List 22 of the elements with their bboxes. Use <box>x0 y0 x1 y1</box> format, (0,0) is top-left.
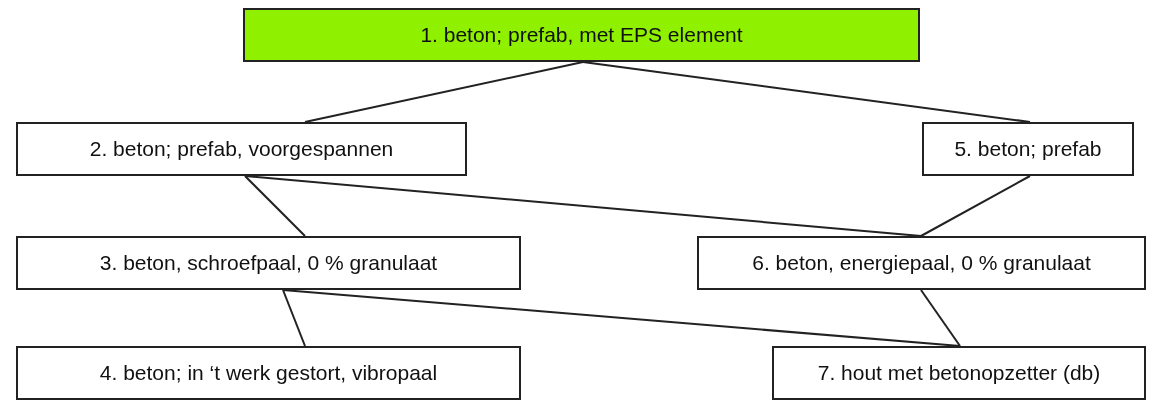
process-box <box>243 8 920 62</box>
connector-line <box>582 61 1031 123</box>
box-label: 1. beton; prefab, met EPS element <box>420 23 743 47</box>
box-label: 2. beton; prefab, voorgespannen <box>89 137 394 161</box>
box-label: 3. beton, schroefpaal, 0 % granulaat <box>99 251 438 275</box>
connector-line <box>282 289 306 347</box>
process-box <box>922 122 1134 176</box>
process-box <box>16 346 521 400</box>
connector-line <box>920 175 1031 237</box>
connector-line <box>304 61 584 123</box>
box-label: 5. beton; prefab <box>954 137 1102 161</box>
connector-line <box>282 289 961 347</box>
process-box <box>772 346 1146 400</box>
process-box <box>16 122 467 176</box>
box-label: 6. beton, energiepaal, 0 % granulaat <box>752 251 1091 275</box>
box-label: 4. beton; in ‘t werk gestort, vibropaal <box>99 361 438 385</box>
connector-line <box>244 175 922 237</box>
process-box <box>697 236 1146 290</box>
connector-line <box>244 175 306 237</box>
connector-line <box>920 289 961 347</box>
box-label: 7. hout met betonopzetter (db) <box>817 361 1101 385</box>
process-box <box>16 236 521 290</box>
